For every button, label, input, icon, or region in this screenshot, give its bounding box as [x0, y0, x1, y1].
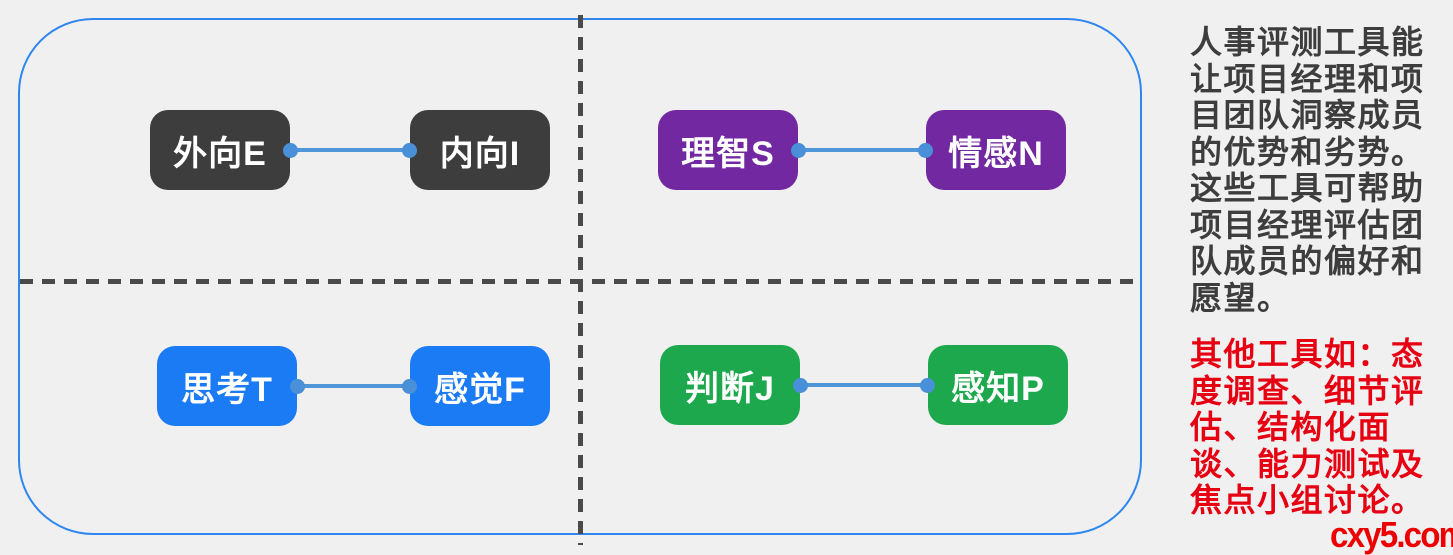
dimension-pair-sn: 理智S 情感N: [658, 110, 1066, 190]
node-feeling: 感觉F: [410, 346, 550, 426]
side-text-column: 人事评测工具能让项目经理和项目团队洞察成员的优势和劣势。这些工具可帮助项目经理评…: [1190, 24, 1453, 519]
connector-line-jp: [793, 377, 935, 393]
node-perceiving: 感知P: [928, 345, 1068, 425]
connector-dot-icon: [791, 142, 806, 158]
connector-dot-icon: [793, 377, 808, 393]
node-introversion: 内向I: [410, 110, 550, 190]
description-text: 人事评测工具能让项目经理和项目团队洞察成员的优势和劣势。这些工具可帮助项目经理评…: [1190, 24, 1425, 316]
connector-line-sn: [791, 142, 933, 158]
dimension-pair-ei: 外向E 内向I: [150, 110, 550, 190]
other-tools-text: 其他工具如：态度调查、细节评估、结构化面谈、能力测试及焦点小组讨论。: [1190, 336, 1425, 518]
connector-dot-icon: [402, 142, 417, 158]
dimension-pair-tf: 思考T 感觉F: [157, 346, 550, 426]
node-sensing: 理智S: [658, 110, 798, 190]
horizontal-divider: [20, 279, 1142, 284]
connector-dot-icon: [918, 142, 933, 158]
connector-dot-icon: [283, 142, 298, 158]
node-extraversion: 外向E: [150, 110, 290, 190]
connector-dot-icon: [402, 378, 417, 394]
watermark: cxy5.com: [1330, 514, 1453, 555]
node-intuition: 情感N: [926, 110, 1066, 190]
connector-dot-icon: [290, 378, 305, 394]
connector-line-ei: [283, 142, 417, 158]
dimension-pair-jp: 判断J 感知P: [660, 345, 1068, 425]
node-judging: 判断J: [660, 345, 800, 425]
connector-line-tf: [290, 378, 417, 394]
connector-dot-icon: [920, 377, 935, 393]
node-thinking: 思考T: [157, 346, 297, 426]
